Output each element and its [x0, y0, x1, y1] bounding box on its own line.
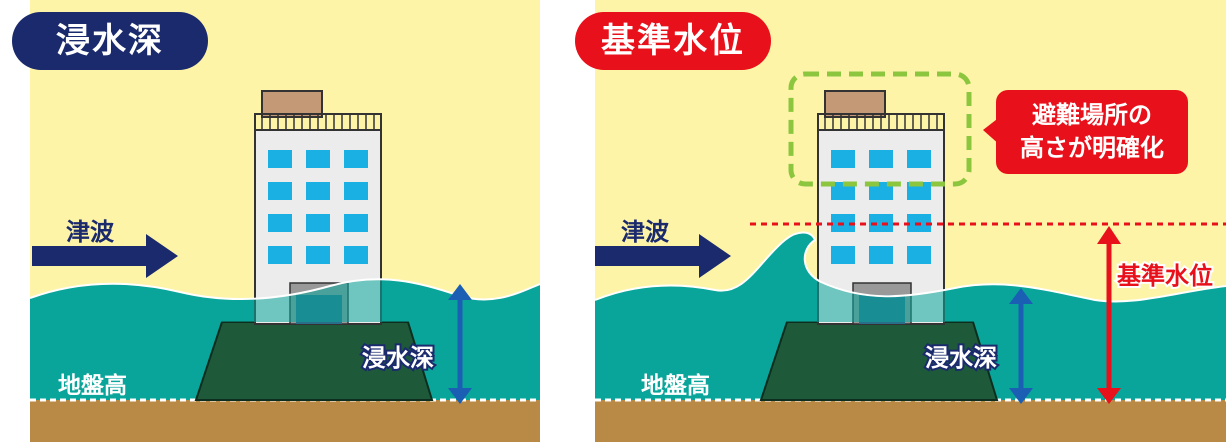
ground: [30, 400, 540, 442]
title-reference-water-level: 基準水位: [575, 12, 771, 70]
reference-water-level-diagram: [594, 0, 1226, 442]
callout-line-1: 避難場所の: [1032, 101, 1152, 129]
evacuation-height-callout: 避難場所の 高さが明確化: [996, 90, 1188, 174]
water-surface-line: [29, 278, 540, 301]
inundation-depth-diagram: [29, 0, 540, 442]
evacuation-area-highlight: [788, 71, 972, 187]
callout-line-2: 高さが明確化: [1020, 134, 1164, 162]
tsunami-arrow: [595, 234, 731, 278]
tsunami-label: 津波: [66, 218, 114, 246]
inundation-depth-arrow: [448, 284, 472, 404]
reference-water-level-arrow: [1097, 226, 1121, 404]
sea-front: [30, 279, 540, 322]
inundation-depth-label: 浸水深: [923, 342, 999, 374]
reference-water-level-label: 基準水位: [1115, 260, 1215, 292]
ground-height-label: 地盤高: [58, 373, 127, 399]
windows: [268, 150, 368, 264]
tsunami-label: 津波: [621, 218, 669, 246]
tsunami-arrow: [32, 234, 178, 278]
title-inundation-depth: 浸水深: [12, 12, 208, 70]
railing-bars: [824, 114, 938, 130]
inundation-depth-arrow: [1009, 288, 1033, 404]
ground: [595, 400, 1226, 442]
railing-bars: [261, 114, 375, 130]
inundation-depth-label: 浸水深: [360, 342, 436, 374]
ground-height-label: 地盤高: [641, 373, 710, 399]
rooftop-structure: [824, 90, 886, 118]
rooftop-structure: [261, 90, 323, 118]
sea-front: [595, 232, 1226, 322]
panel-inundation-depth: 浸水深 津波 地盤高 浸水深: [0, 0, 540, 442]
water-surface-line: [594, 231, 1226, 303]
panel-reference-water-level: 基準水位 避難場所の 高さが明確化 津波 地盤高 浸水深 基準水位: [575, 0, 1226, 442]
